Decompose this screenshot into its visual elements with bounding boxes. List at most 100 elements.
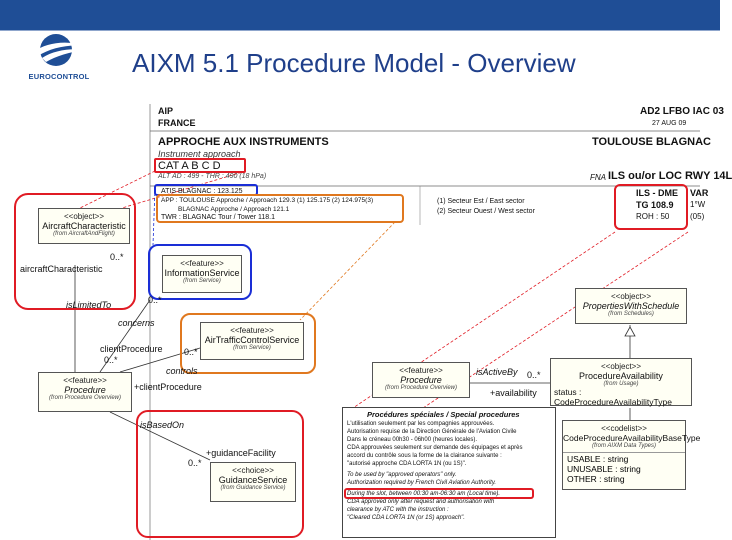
uml-guidance-stereo: <<choice>> [232, 466, 274, 475]
label-mult-0n-info: 0..* [148, 295, 162, 305]
uml-procedure-right-sub: (from Procedure Overview) [384, 385, 458, 391]
chart-sector2: (2) Secteur Ouest / West sector [437, 208, 535, 215]
uml-aircraft-name: AircraftCharacteristic [42, 221, 126, 231]
uml-codelist-value-0: USABLE : string [567, 454, 629, 464]
highlight-guidance [136, 410, 304, 538]
special-line-6: To be used by "approved operators" only. [347, 472, 457, 478]
label-mult-0n-5: 0..* [527, 370, 541, 380]
uml-info-stereo: <<feature>> [180, 259, 224, 268]
uml-codelist-sub: (from AIXM Data Types) [591, 443, 656, 449]
uml-procedure-availability: <<object>> ProcedureAvailability (from U… [550, 358, 692, 407]
uml-procedure: <<feature>> Procedure (from Procedure Ov… [38, 372, 132, 412]
chart-approach-title: APPROCHE AUX INSTRUMENTS [158, 136, 329, 148]
chart-roh: ROH : 50 [636, 212, 670, 221]
label-isBasedOn: isBasedOn [140, 420, 185, 430]
special-line-7: Authorization required by French Civil A… [347, 480, 497, 486]
highlight-aircraft [14, 193, 136, 310]
uml-codelist-stereo: <<codelist>> [601, 424, 647, 433]
uml-information-service: <<feature>> InformationService (from Ser… [162, 255, 242, 293]
dash-app-atc [299, 221, 396, 321]
dash-cat-aircraft [79, 170, 156, 209]
chart-app: APP : TOULOUSE Approche / Approach 129.3… [161, 197, 374, 204]
chart-approach-subtitle: Instrument approach [158, 149, 241, 159]
chart-aip: AIP [158, 106, 174, 116]
chart-atis: ATIS BLAGNAC : 123.125 [161, 188, 243, 195]
special-line-5: "autorisé approche CDA LORTA 1N (ou 1S)"… [347, 461, 467, 467]
assoc-procedure-guidance [109, 411, 211, 461]
chart-country: FRANCE [158, 118, 196, 128]
special-line-8: During the slot, between 00:30 am-06:30 … [347, 491, 501, 497]
uml-aircraft-sub: (from AircraftAndFlight) [53, 231, 115, 237]
special-line-4: accord du contrôle sous la forme de la c… [347, 453, 502, 459]
dash-ils-2 [419, 231, 689, 411]
chart-var-val: 1°W [690, 200, 706, 209]
chart-sector1: (1) Secteur Est / East sector [437, 198, 525, 205]
uml-guidance-service: <<choice>> GuidanceService (from Guidanc… [210, 462, 296, 502]
eurocontrol-logo-icon [34, 34, 86, 66]
special-heading: Procédures spéciales / Special procedure… [367, 410, 520, 419]
special-line-3: CDA approuvées seulement sur demande des… [347, 445, 523, 451]
label-mult-0n-3: 0..* [184, 347, 198, 357]
assoc-info-procedure [99, 299, 151, 373]
uml-codelist-value-2: OTHER : string [567, 474, 625, 484]
uml-procedure-stereo: <<feature>> [63, 376, 107, 385]
special-line-10: clearance by ATC with the instruction : [347, 507, 449, 513]
uml-availability-attr: status : CodeProcedureAvailabilityType [554, 387, 672, 407]
chart-airport: TOULOUSE BLAGNAC [592, 136, 711, 148]
uml-guidance-name: GuidanceService [218, 475, 288, 485]
chart-twr: TWR : BLAGNAC Tour / Tower 118.1 [161, 214, 275, 221]
label-concerns: concerns [118, 318, 155, 328]
uml-aircraft-stereo: <<object>> [63, 212, 105, 221]
uml-atc-name: AirTrafficControlService [204, 335, 300, 345]
uml-properties-with-schedule: <<object>> PropertiesWithSchedule (from … [575, 288, 687, 324]
highlight-app [156, 194, 404, 223]
uml-procedure-sub: (from Procedure Overview) [48, 395, 122, 401]
highlight-info [148, 244, 252, 300]
uml-procedure-right-name: Procedure [400, 375, 442, 385]
uml-procedure-name: Procedure [64, 385, 106, 395]
label-isLimitedTo: isLimitedTo [66, 300, 112, 310]
uml-schedule-name: PropertiesWithSchedule [582, 301, 680, 311]
chart-fna: FNA [590, 173, 606, 182]
uml-codelist-value-1: UNUSABLE : string [567, 464, 641, 474]
chart-var-num: (05) [690, 212, 705, 221]
page-title: AIXM 5.1 Procedure Model - Overview [132, 48, 576, 78]
logo-text: EUROCONTROL [28, 72, 90, 81]
uml-aircraft-characteristic: <<object>> AircraftCharacteristic (from … [38, 208, 130, 244]
chart-date: 27 AUG 09 [652, 120, 687, 127]
special-procedures-box: Procédures spéciales / Special procedure… [342, 407, 556, 538]
label-mult-0n-4: 0..* [188, 458, 202, 468]
uml-availability-name: ProcedureAvailability [579, 371, 663, 381]
chart-ils: ILS - DME [636, 188, 678, 198]
uml-atc-sub: (from Service) [233, 345, 271, 351]
chart-app2: BLAGNAC Approche / Approach 121.1 [178, 206, 290, 213]
label-mult-0n-2: 0..* [104, 355, 118, 365]
highlight-cat [154, 158, 246, 173]
highlight-slot [344, 488, 534, 499]
header-bar-underline [0, 30, 720, 31]
uml-procedure-right-stereo: <<feature>> [399, 366, 443, 375]
special-line-0: L'utilisation seulement par les compagni… [347, 421, 495, 427]
uml-info-sub: (from Service) [183, 278, 221, 284]
chart-var: VAR [690, 188, 709, 198]
chart-ref: AD2 LFBO IAC 03 [640, 106, 724, 117]
uml-codelist-divider [563, 452, 685, 453]
uml-guidance-sub: (from Guidance Service) [220, 485, 286, 491]
label-controls: controls [166, 366, 198, 376]
uml-atc-service: <<feature>> AirTrafficControlService (fr… [200, 322, 304, 360]
special-line-2: Dans le créneau 00h30 - 06h00 (heures lo… [347, 437, 478, 443]
label-guidanceFacility: +guidanceFacility [206, 448, 276, 458]
eurocontrol-logo: EUROCONTROL [28, 28, 90, 84]
special-line-11: "Cleared CDA LORTA 1N (or 1S) approach". [347, 515, 465, 521]
label-isActiveBy: isActiveBy [476, 367, 518, 377]
chart-runway: ILS ou/or LOC RWY 14L [608, 170, 732, 182]
highlight-ils [614, 184, 688, 230]
dash-atis-info [152, 187, 156, 246]
uml-atc-stereo: <<feature>> [230, 326, 274, 335]
generalization-arrow [624, 326, 636, 337]
label-mult-0n-1: 0..* [110, 252, 124, 262]
label-availability: +availability [490, 388, 537, 398]
uml-info-name: InformationService [164, 268, 240, 278]
chart-tg: TG 108.9 [636, 200, 674, 210]
